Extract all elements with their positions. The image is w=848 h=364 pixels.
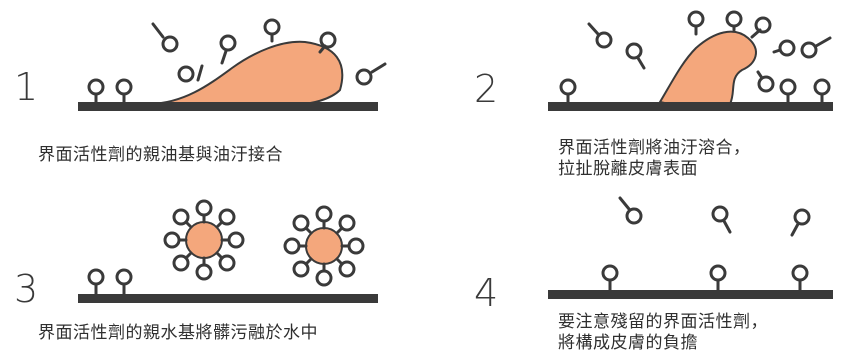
surfactant-molecule (163, 231, 188, 249)
panel-step-3: 3 (0, 182, 424, 364)
oil-stain (658, 30, 757, 109)
surfactant-molecule (335, 257, 356, 278)
skin-surface (548, 102, 833, 111)
diagram-step-4 (548, 196, 833, 299)
step-number: 1 (14, 65, 39, 109)
surfactant-molecule (215, 208, 236, 229)
surfactant-molecule (559, 78, 577, 104)
diagram-step-2 (548, 10, 833, 111)
panel-step-4: 4 要注意殘留的界面活性劑， 將構成皮膚的負擔 (424, 182, 848, 364)
surfactant-molecule (315, 205, 333, 230)
caption: 界面活性劑將油汙溶合， 拉扯脫離皮膚表面 (558, 138, 751, 180)
skin-surface (78, 294, 378, 303)
surfactant-molecule (315, 262, 333, 287)
caption-line: 將構成皮膚的負擔 (558, 333, 698, 353)
surfactant-molecule (115, 268, 133, 296)
surfactant-molecule (263, 18, 281, 43)
skin-surface (78, 102, 378, 111)
surfactant-molecule (618, 196, 643, 225)
surfactant-molecule (709, 264, 727, 292)
surfactant-molecule (791, 264, 809, 292)
surfactant-molecule (625, 42, 646, 70)
surfactant-molecule (87, 268, 105, 296)
surfactant-molecule (335, 214, 356, 235)
surfactant-molecule (687, 10, 705, 36)
surfactant-molecule (172, 251, 193, 272)
caption-line: 要注意殘留的界面活性劑， (558, 312, 768, 332)
panel-step-2: 2 界面活性劑將油汙溶合， 拉扯脫離皮膚表面 (424, 0, 848, 182)
step-number: 2 (474, 67, 499, 111)
surfactant-molecule (292, 257, 313, 278)
surfactant-molecule (195, 199, 213, 224)
caption-line: 拉扯脫離皮膚表面 (558, 159, 698, 179)
oil-stain (149, 40, 344, 105)
surfactant-molecule (750, 16, 772, 39)
panel-step-1: 1 界面活性劑的親油基與油汙接合 (0, 0, 424, 182)
caption: 要注意殘留的界面活性劑， 將構成皮膚的負擔 (558, 312, 768, 354)
surfactant-molecule (283, 237, 308, 255)
surfactant-molecule (711, 205, 732, 234)
surfactant-molecule (292, 214, 313, 235)
surfactant-molecule (220, 231, 245, 249)
surfactant-molecule (756, 70, 775, 93)
surfactant-molecule (779, 78, 797, 104)
surfactant-molecule (115, 78, 133, 104)
caption: 界面活性劑的親油基與油汙接合 (38, 145, 283, 166)
surfactant-molecule (215, 251, 236, 272)
oil-micelle (283, 205, 365, 287)
surfactant-molecule (172, 208, 193, 229)
surfactant-molecule (340, 237, 365, 255)
caption-line: 界面活性劑將油汙溶合， (558, 138, 751, 158)
oil-micelle (163, 199, 245, 281)
surfactant-molecule (772, 39, 796, 57)
surfactant-molecule (355, 62, 387, 86)
surfactant-molecule (219, 34, 237, 65)
caption-line: 界面活性劑的親水基將髒污融於水中 (38, 323, 318, 343)
surfactant-molecule (601, 264, 619, 292)
skin-surface (548, 290, 833, 299)
surfactant-molecule (790, 208, 811, 237)
surfactant-molecule (151, 22, 179, 53)
surfactant-molecule (800, 36, 832, 59)
surfactant-molecule (177, 64, 204, 83)
step-number: 3 (14, 267, 39, 311)
surfactant-molecule (318, 31, 337, 54)
surfactant-molecule (587, 22, 613, 49)
caption-line: 界面活性劑的親油基與油汙接合 (38, 145, 283, 165)
surfactant-molecule (813, 78, 831, 104)
diagram-step-1 (78, 18, 387, 111)
surfactant-molecule (725, 10, 743, 32)
step-number: 4 (474, 271, 499, 315)
caption: 界面活性劑的親水基將髒污融於水中 (38, 323, 318, 344)
surfactant-molecule (195, 256, 213, 281)
diagram-step-3 (78, 199, 378, 303)
surfactant-molecule (87, 78, 105, 104)
